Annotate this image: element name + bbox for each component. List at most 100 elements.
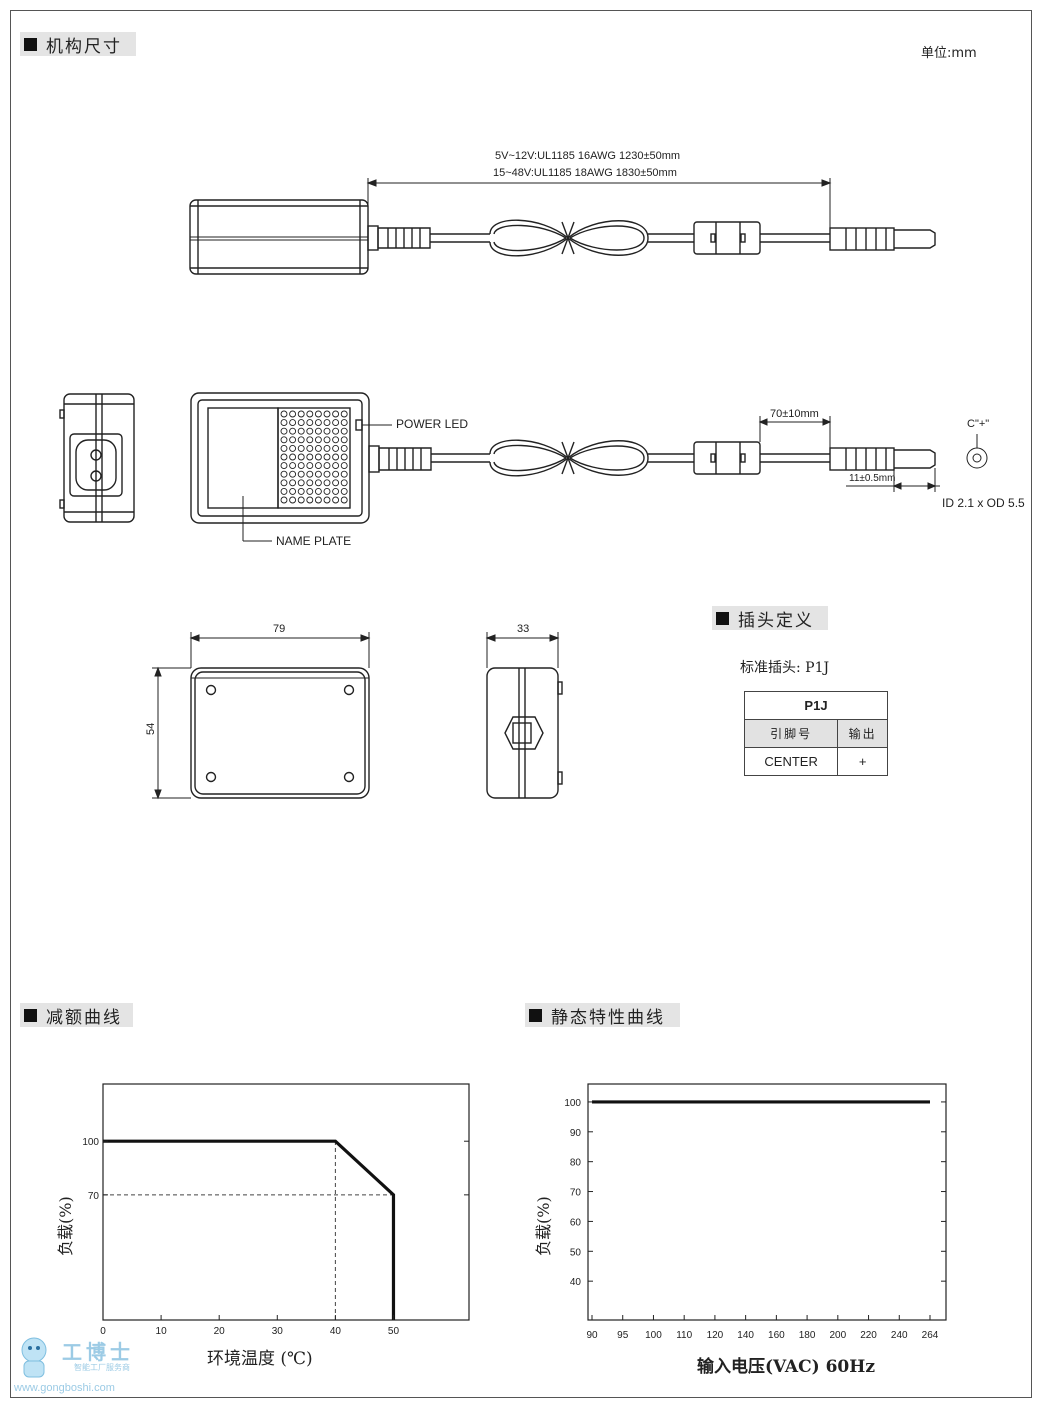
y-tick-label: 90: [570, 1128, 582, 1139]
derating-ylabel: 负载(%): [56, 1196, 75, 1256]
x-tick-label: 10: [156, 1326, 168, 1337]
name-plate-label: NAME PLATE: [276, 534, 352, 548]
vent-hole: [280, 470, 288, 478]
vent-hole: [297, 487, 305, 495]
cable-side: [368, 439, 936, 477]
x-tick-label: 110: [676, 1330, 692, 1341]
plug-size-label: ID 2.1 x OD 5.5: [942, 496, 1025, 510]
x-tick-label: 95: [617, 1330, 629, 1341]
vent-hole: [314, 470, 322, 478]
pin-center-cell: CENTER: [743, 747, 839, 776]
vent-hole: [289, 444, 297, 452]
vent-hole: [297, 444, 305, 452]
ferrite-distance-label: 70±10mm: [770, 408, 819, 420]
vent-hole: [323, 444, 331, 452]
vent-hole: [340, 436, 348, 444]
x-tick-label: 180: [799, 1330, 816, 1341]
vent-hole: [323, 427, 331, 435]
dimension-lines: [242, 416, 988, 542]
vent-hole: [314, 496, 322, 504]
cable-spec-line2: 15~48V:UL1185 18AWG 1830±50mm: [493, 167, 677, 179]
cable-top: [367, 219, 936, 257]
y-tick-label: 50: [570, 1247, 582, 1258]
adapter-front-view: [190, 667, 370, 799]
vent-hole: [323, 453, 331, 461]
vent-hole: [323, 470, 331, 478]
vent-hole: [314, 453, 322, 461]
vent-hole: [297, 410, 305, 418]
x-tick-label: 20: [214, 1326, 226, 1337]
vent-hole: [297, 436, 305, 444]
vent-hole: [280, 436, 288, 444]
vent-hole: [289, 410, 297, 418]
x-tick-label: 120: [707, 1330, 724, 1341]
vent-hole: [332, 479, 340, 487]
vent-hole: [332, 453, 340, 461]
vent-hole: [340, 427, 348, 435]
watermark-logo: 工博士 智能工厂服务商 www.gongboshi.com: [12, 1330, 162, 1400]
col-out-header: 输出: [837, 719, 888, 748]
vent-hole: [340, 444, 348, 452]
vent-hole: [314, 436, 322, 444]
vent-hole: [314, 444, 322, 452]
vent-hole: [340, 470, 348, 478]
vent-hole: [297, 453, 305, 461]
static-ylabel: 负载(%): [534, 1196, 553, 1256]
derating-curve: [103, 1139, 396, 1320]
vent-hole: [297, 479, 305, 487]
vent-hole: [280, 479, 288, 487]
vent-hole: [314, 410, 322, 418]
box-dimensions: [152, 632, 560, 800]
vent-hole: [314, 419, 322, 427]
vent-hole: [297, 419, 305, 427]
vent-hole: [289, 479, 297, 487]
vent-hole: [289, 427, 297, 435]
vent-hole: [332, 487, 340, 495]
unit-label: 单位:mm: [921, 46, 977, 61]
polarity-label: C"+": [967, 418, 990, 430]
square-bullet-icon: [529, 1008, 542, 1022]
vent-hole: [340, 487, 348, 495]
vent-hole: [306, 453, 314, 461]
vent-hole: [306, 427, 314, 435]
section-header-static: 静态特性曲线: [525, 1003, 680, 1028]
plot-frame: [102, 1083, 470, 1321]
vent-hole: [332, 462, 340, 470]
vent-hole: [280, 419, 288, 427]
page-frame: [10, 10, 1032, 1398]
x-tick-label: 200: [829, 1330, 846, 1341]
vent-hole: [340, 410, 348, 418]
vent-hole: [280, 444, 288, 452]
x-tick-label: 30: [272, 1326, 284, 1337]
vent-hole: [297, 470, 305, 478]
vent-hole: [289, 462, 297, 470]
vent-hole: [314, 427, 322, 435]
y-tick-label: 100: [82, 1137, 99, 1148]
vent-hole: [280, 453, 288, 461]
y-tick-label: 70: [570, 1188, 582, 1199]
vent-hole: [314, 462, 322, 470]
vent-hole: [306, 410, 314, 418]
vent-hole: [340, 462, 348, 470]
vent-hole: [306, 496, 314, 504]
vent-hole: [306, 444, 314, 452]
plot-frame: [587, 1083, 947, 1321]
vent-hole: [332, 419, 340, 427]
vent-hole: [289, 496, 297, 504]
y-tick-label: 80: [570, 1158, 582, 1169]
vent-hole: [332, 496, 340, 504]
vent-hole: [289, 436, 297, 444]
vent-hole: [289, 487, 297, 495]
vent-hole: [323, 462, 331, 470]
x-tick-label: 160: [768, 1330, 785, 1341]
vent-hole: [280, 410, 288, 418]
vent-hole: [280, 496, 288, 504]
y-tick-label: 100: [564, 1098, 581, 1109]
vent-hole: [332, 410, 340, 418]
power-led-label: POWER LED: [396, 417, 469, 431]
section-title: 减额曲线: [46, 1007, 122, 1028]
standard-plug-label: 标准插头: P1J: [740, 660, 830, 676]
